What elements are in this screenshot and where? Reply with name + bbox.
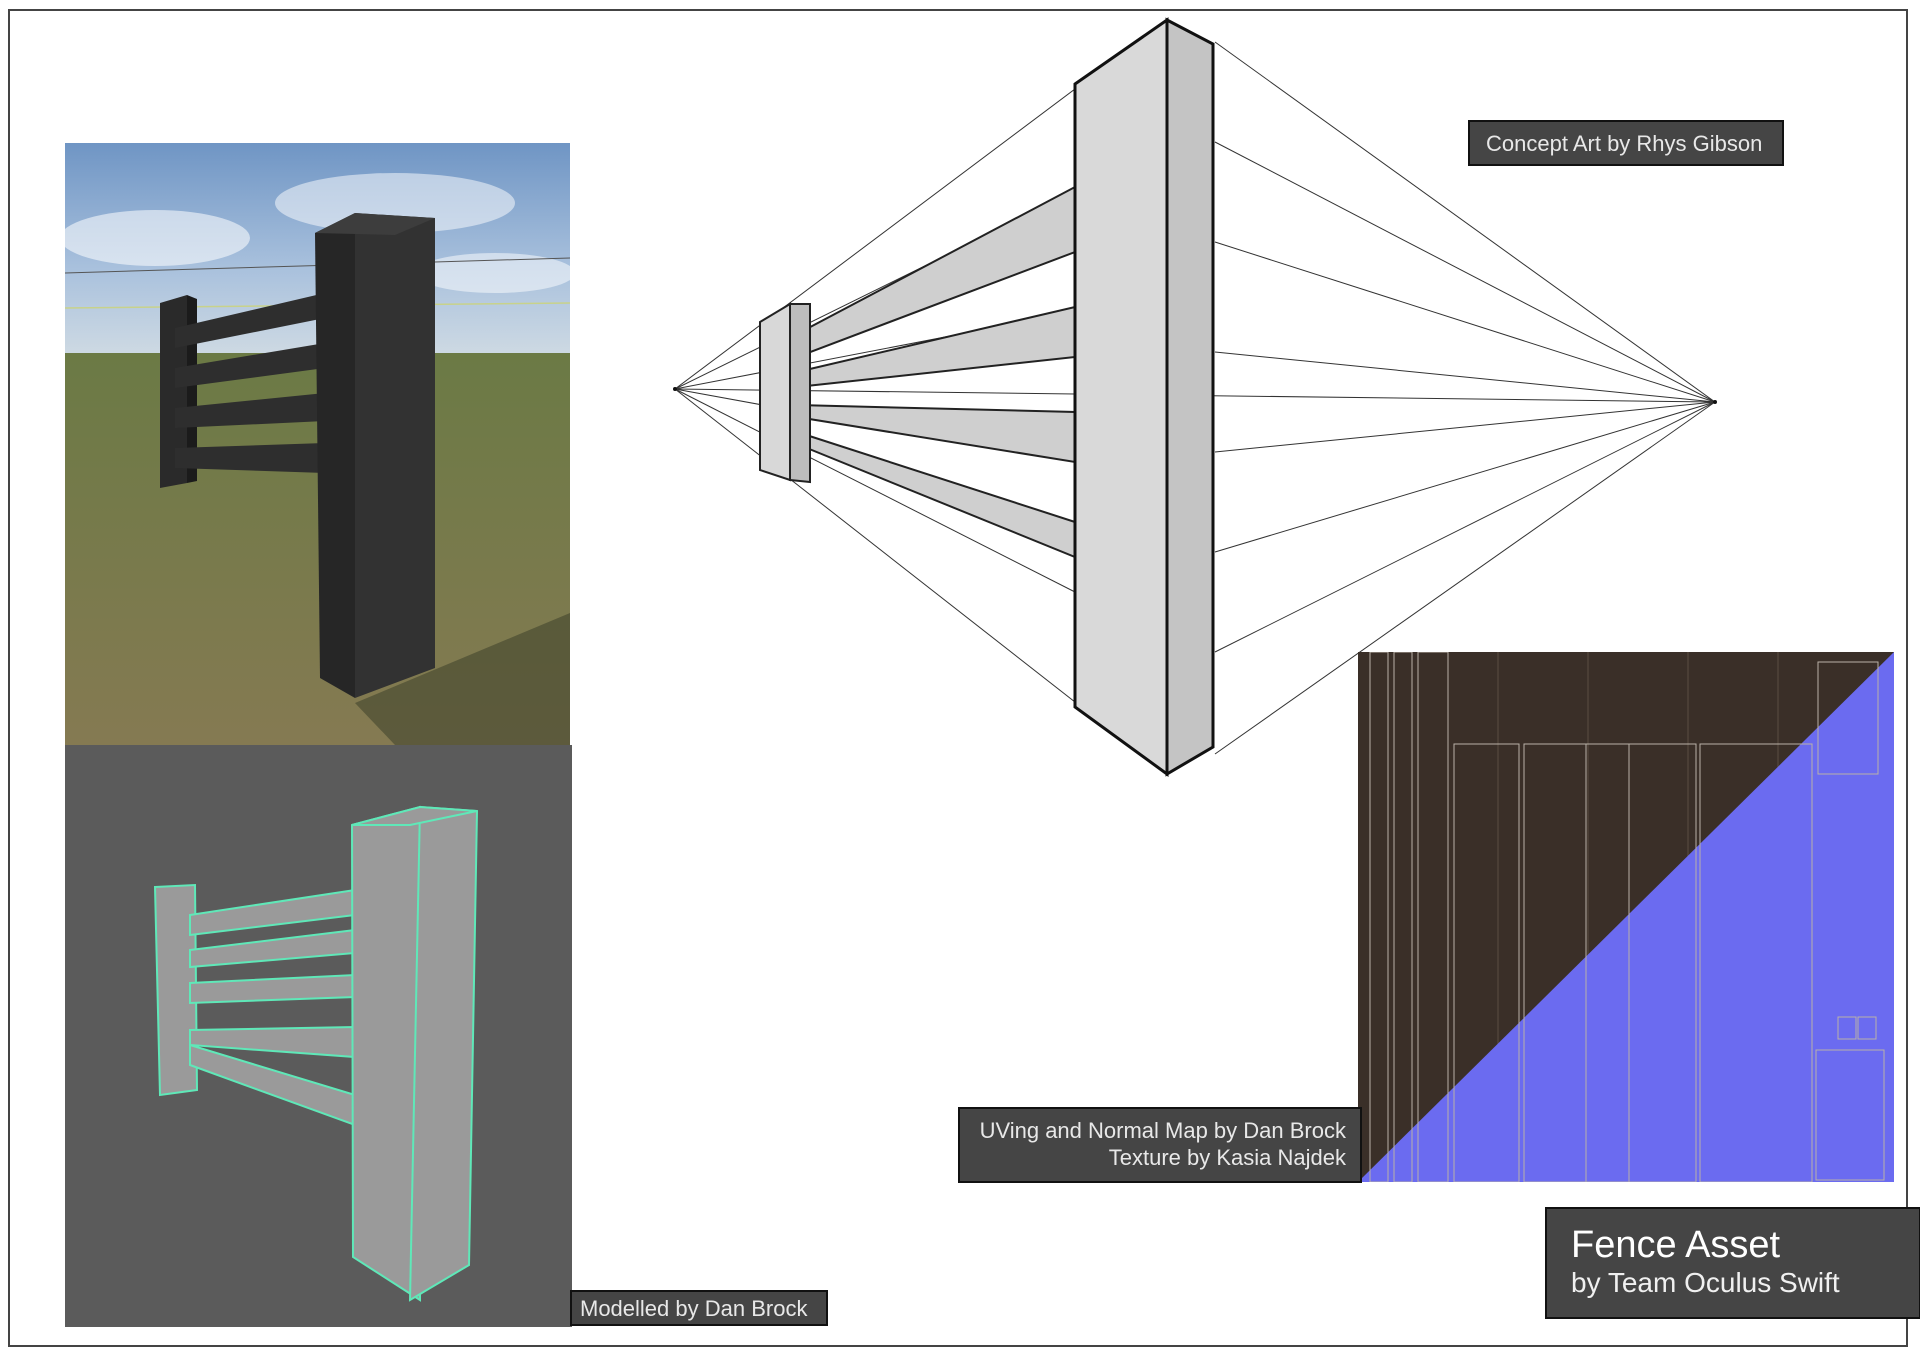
model-credit: Modelled by Dan Brock xyxy=(570,1290,828,1326)
concept-sketch-image xyxy=(655,12,1745,782)
uv-normal-credit-text: UVing and Normal Map by Dan Brock xyxy=(979,1118,1346,1143)
fence-model-viewport xyxy=(65,745,572,1327)
page-title: Fence Asset xyxy=(1571,1224,1781,1266)
fence-render-image xyxy=(65,143,570,745)
model-credit-text: Modelled by Dan Brock xyxy=(580,1296,808,1321)
texture-credit-text: Texture by Kasia Najdek xyxy=(1108,1145,1346,1170)
title-box: Fence Asset by Team Oculus Swift xyxy=(1545,1207,1920,1319)
concept-art-credit-text: Concept Art by Rhys Gibson xyxy=(1486,131,1763,156)
concept-art-credit: Concept Art by Rhys Gibson xyxy=(1468,120,1784,166)
texture-normal-map-image xyxy=(1358,652,1894,1182)
page-subtitle: by Team Oculus Swift xyxy=(1571,1267,1840,1298)
texture-credit: UVing and Normal Map by Dan Brock Textur… xyxy=(958,1107,1362,1183)
